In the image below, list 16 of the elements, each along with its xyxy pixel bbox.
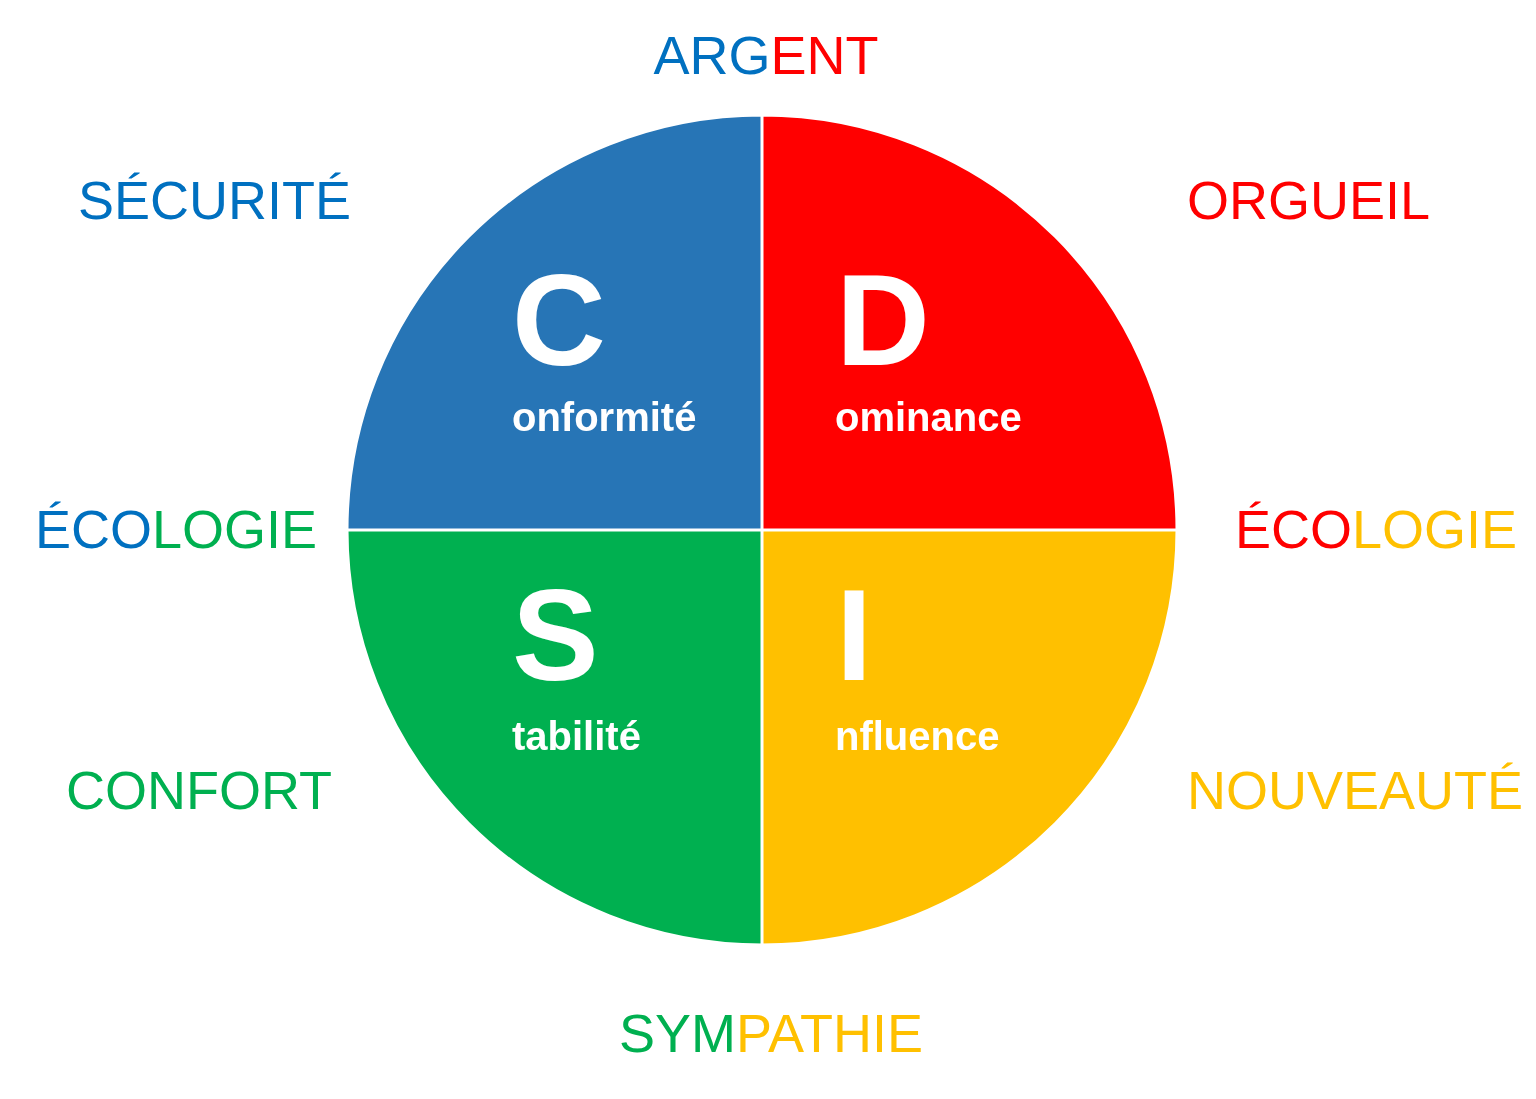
quadrant-letter: C	[512, 255, 606, 385]
label-text: SYMPATHIE	[618, 1006, 924, 1060]
quadrant-letter: D	[836, 255, 930, 385]
label-text: NOUVEAUTÉ	[1187, 763, 1524, 817]
label-text: SÉCURITÉ	[78, 173, 352, 227]
label-text: CONFORT	[66, 763, 332, 817]
quadrant-word: nfluence	[835, 716, 1000, 756]
quadrant-word: ominance	[835, 397, 1022, 437]
quadrant-word: onformité	[512, 397, 697, 437]
label-text: ÉCOLOGIE	[1235, 502, 1518, 556]
label-text: ORGUEIL	[1187, 173, 1431, 227]
quadrant-word: tabilité	[512, 716, 641, 756]
label-text: ÉCOLOGIE	[35, 502, 318, 556]
quadrant-letter: S	[512, 570, 599, 700]
label-text: ARGENT	[653, 28, 879, 82]
quadrant-letter: I	[836, 570, 873, 700]
